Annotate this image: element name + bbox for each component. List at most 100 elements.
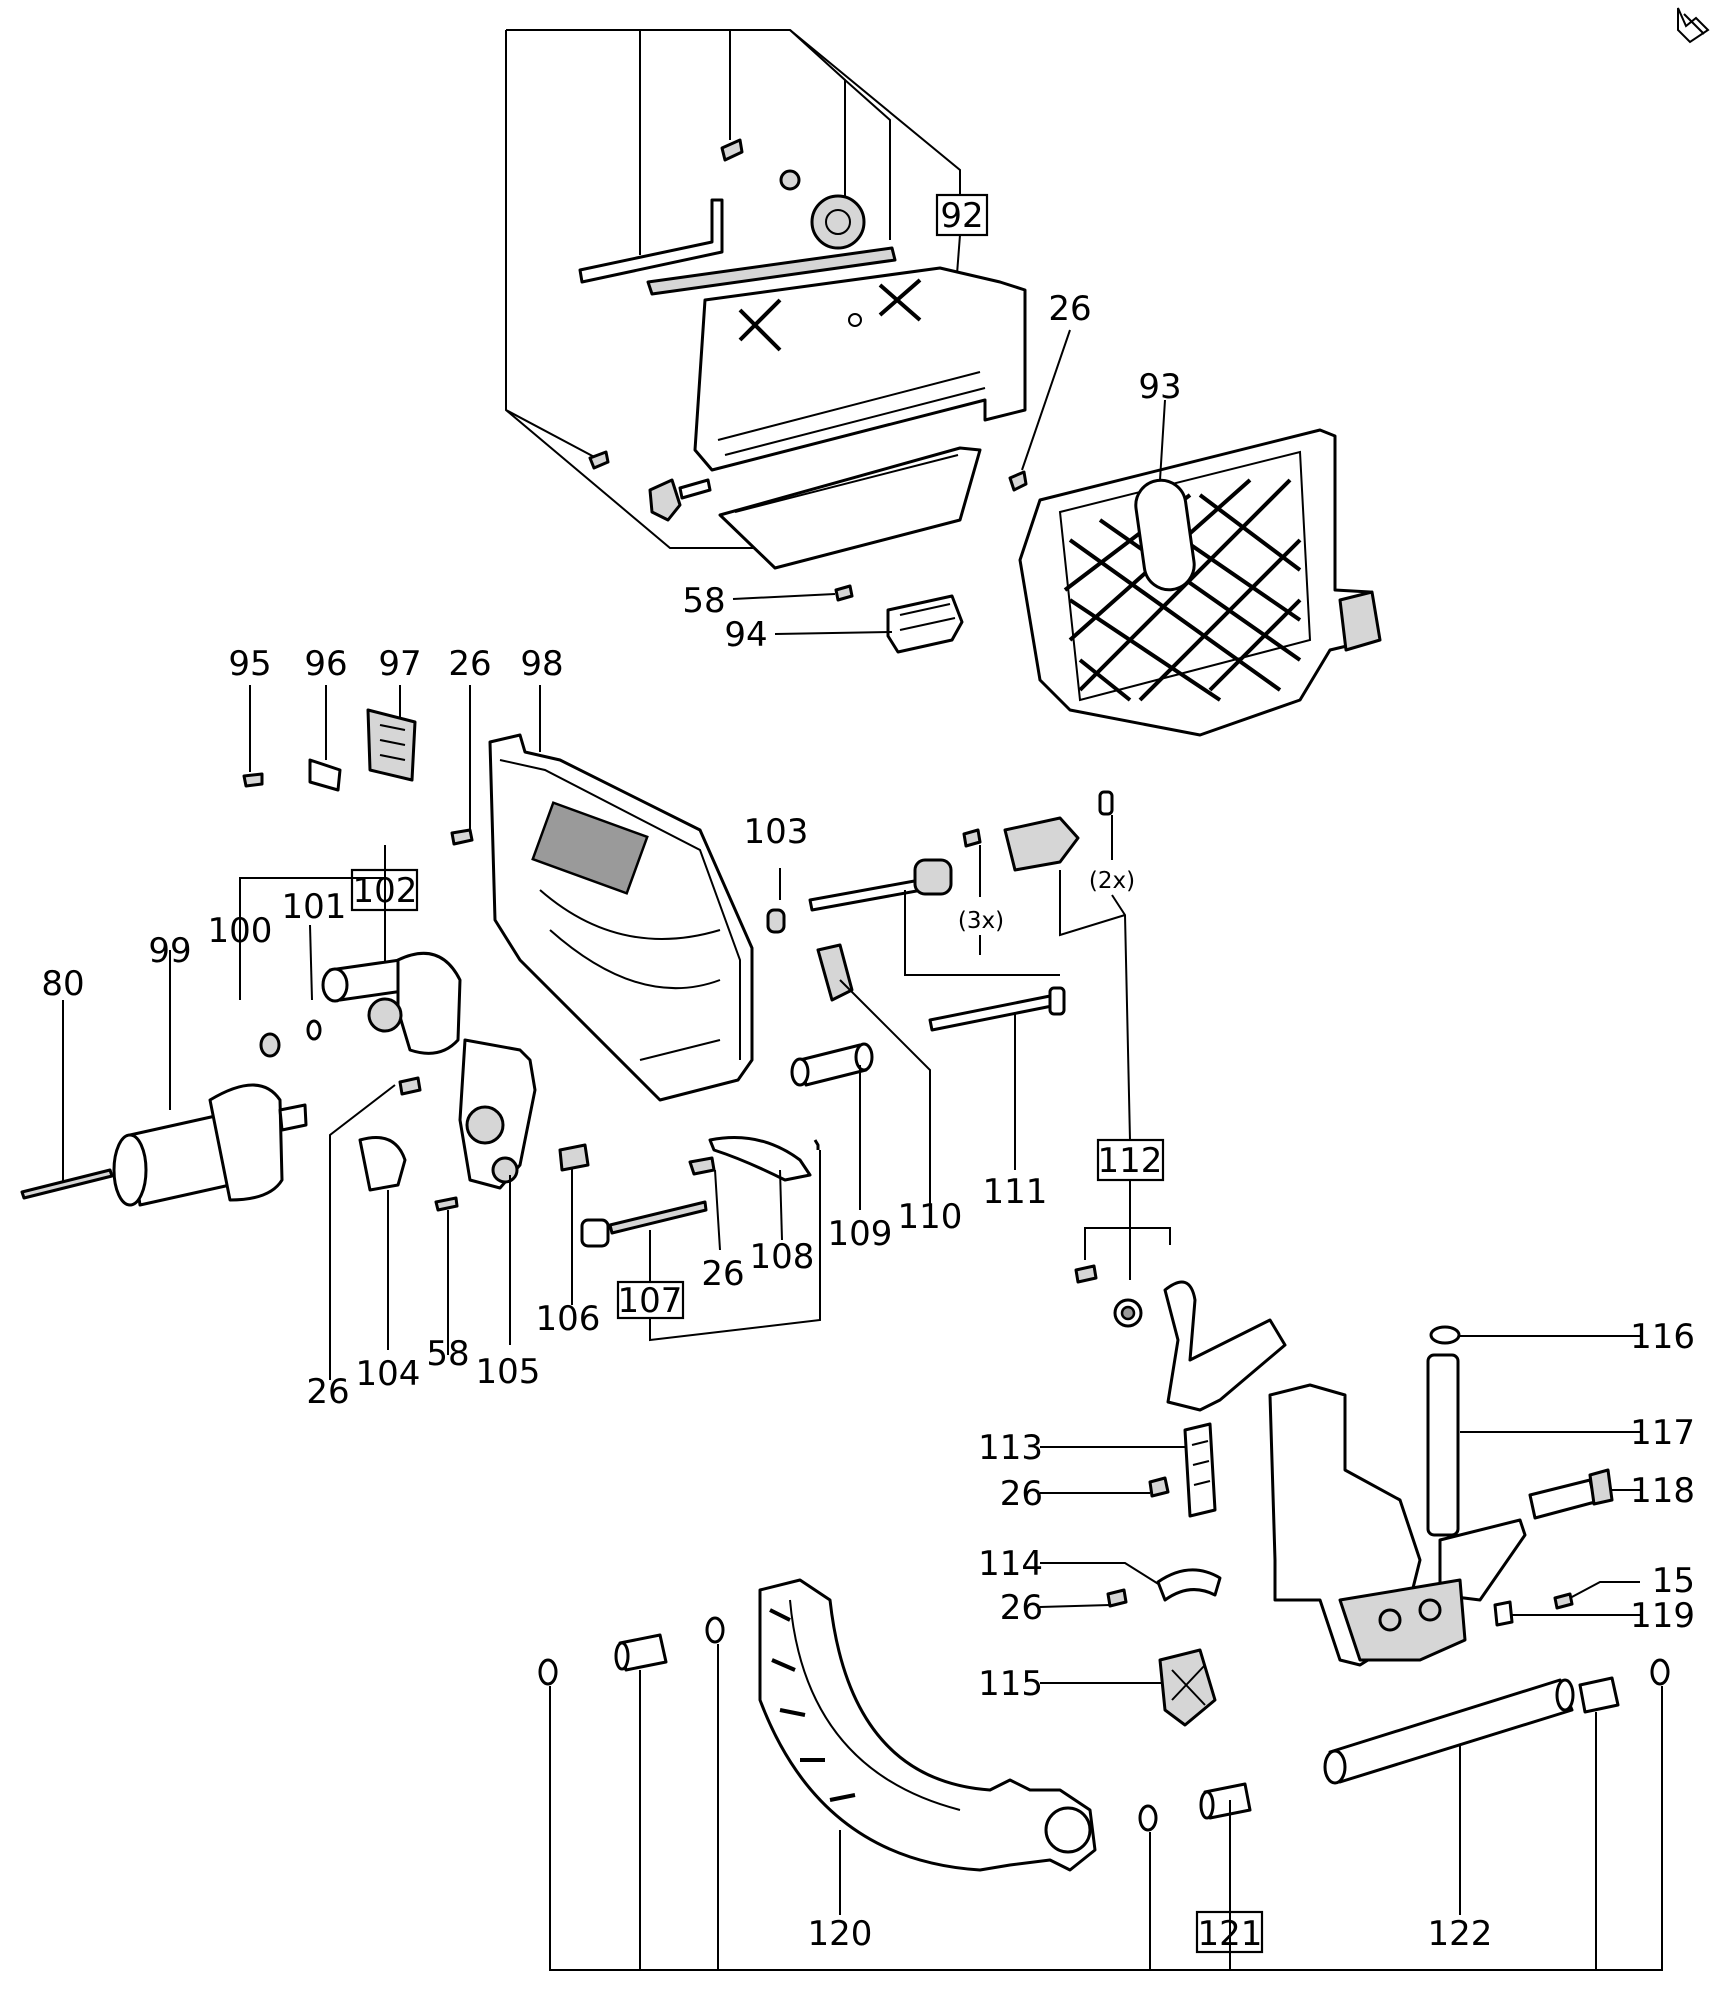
label-113: 113: [978, 1428, 1043, 1468]
part-113-plate: [1183, 1422, 1217, 1518]
label-114: 114: [978, 1544, 1043, 1584]
label-box-112: [1096, 1138, 1165, 1182]
knob-shape: [810, 194, 866, 250]
label-109: 109: [828, 1214, 893, 1254]
leader-108: [779, 1169, 783, 1241]
label-116: 116: [1630, 1317, 1695, 1357]
label-101: 101: [282, 887, 347, 927]
label-26-left: 26: [306, 1372, 349, 1412]
label-box-107: [616, 1280, 685, 1320]
label-120: 120: [808, 1914, 873, 1954]
label-58-lower: 58: [426, 1334, 469, 1374]
group-112-line-b: [1111, 894, 1131, 1141]
part-102-knob-assembly: [321, 951, 462, 1055]
label-93: 93: [1138, 367, 1181, 407]
group-112b-line: [1084, 1227, 1171, 1260]
part-120-arc-bracket: [758, 1578, 1097, 1872]
label-26-right-b: 26: [1000, 1588, 1043, 1628]
part-117-housing: [1268, 1353, 1527, 1667]
label-26-top: 26: [1048, 289, 1091, 329]
part-109-pin: [790, 1042, 874, 1087]
group-102-line-a: [239, 845, 386, 1000]
part-111-bolt: [928, 986, 1066, 1032]
rail-shape: [646, 246, 897, 296]
allen-key-shape: [578, 198, 724, 284]
leader-26a: [1021, 329, 1071, 471]
part-105-lever: [458, 1038, 537, 1190]
leader-101: [309, 924, 313, 1001]
label-3x: (3x): [958, 908, 1004, 934]
group-112-line-a: [904, 890, 1060, 976]
part-106-shape: [558, 1143, 590, 1172]
label-15: 15: [1652, 1561, 1695, 1601]
part-94-clip: [886, 594, 964, 654]
leader-114: [1040, 1562, 1161, 1586]
label-26-mid: 26: [448, 644, 491, 684]
clip-shape: [648, 478, 682, 522]
label-112: 112: [1098, 1141, 1163, 1181]
label-98: 98: [520, 644, 563, 684]
group-92-callout-lines: [505, 29, 961, 549]
label-26-right-a: 26: [1000, 1474, 1043, 1514]
label-107: 107: [618, 1281, 683, 1321]
part-107-bolt: [580, 1200, 708, 1248]
label-97: 97: [378, 644, 421, 684]
leader-93: [1159, 399, 1166, 481]
label-92: 92: [940, 196, 983, 236]
part-115-block: [1158, 1648, 1217, 1727]
leader-15: [1569, 1581, 1640, 1599]
label-111: 111: [983, 1172, 1048, 1212]
label-118: 118: [1630, 1471, 1695, 1511]
part-110-gear: [816, 943, 854, 1002]
label-26-lower: 26: [701, 1254, 744, 1294]
label-96: 96: [304, 644, 347, 684]
part-121-washers-bushings: [538, 1616, 1670, 1832]
label-121: 121: [1198, 1914, 1263, 1954]
part-98-blade-guard: [488, 733, 754, 1102]
leader-94: [774, 631, 893, 635]
label-2x: (2x): [1089, 868, 1135, 894]
group-121-baseline: [549, 1686, 1663, 1971]
label-103: 103: [744, 812, 809, 852]
label-95: 95: [228, 644, 271, 684]
part-114-clamp: [1156, 1568, 1222, 1602]
part-112b-bracket: [1163, 1280, 1287, 1412]
label-108: 108: [750, 1237, 815, 1277]
leader-26d: [329, 1084, 396, 1380]
part-104-knob: [358, 1136, 407, 1192]
part-93-guard-housing: [1018, 428, 1382, 737]
screw-shape: [720, 138, 744, 162]
nut-shape: [779, 169, 801, 191]
label-122: 122: [1428, 1914, 1493, 1954]
label-105: 105: [476, 1352, 541, 1392]
label-99: 99: [148, 931, 191, 971]
leader-110: [839, 979, 931, 1215]
leader-26f: [1039, 1604, 1111, 1608]
part-92-assembly: [578, 138, 1027, 570]
part-112-worm-assembly: [808, 790, 1114, 912]
part-99-handle: [112, 1083, 308, 1207]
rod-80-shape: [20, 1168, 114, 1200]
label-100: 100: [208, 911, 273, 951]
part-108-bracket: [688, 1136, 812, 1182]
part-116-ring: [1429, 1325, 1461, 1345]
label-box-92: [935, 193, 989, 237]
leader-58a: [732, 593, 836, 600]
leader-26c: [714, 1169, 721, 1251]
group-107-line: [649, 1150, 821, 1342]
label-117: 117: [1630, 1413, 1695, 1453]
label-box-102: [350, 868, 419, 912]
screw-26a-shape: [1008, 470, 1028, 492]
part-122-tube: [1323, 1678, 1575, 1785]
label-94: 94: [724, 615, 767, 655]
part-118-plunger: [1528, 1468, 1614, 1520]
label-110: 110: [898, 1197, 963, 1237]
part-97-shape: [366, 708, 417, 782]
page-turn-icon[interactable]: [1677, 7, 1710, 44]
label-58-top: 58: [682, 581, 725, 621]
guard-tray-shape: [693, 266, 1027, 472]
label-102: 102: [353, 871, 418, 911]
label-119: 119: [1630, 1596, 1695, 1636]
